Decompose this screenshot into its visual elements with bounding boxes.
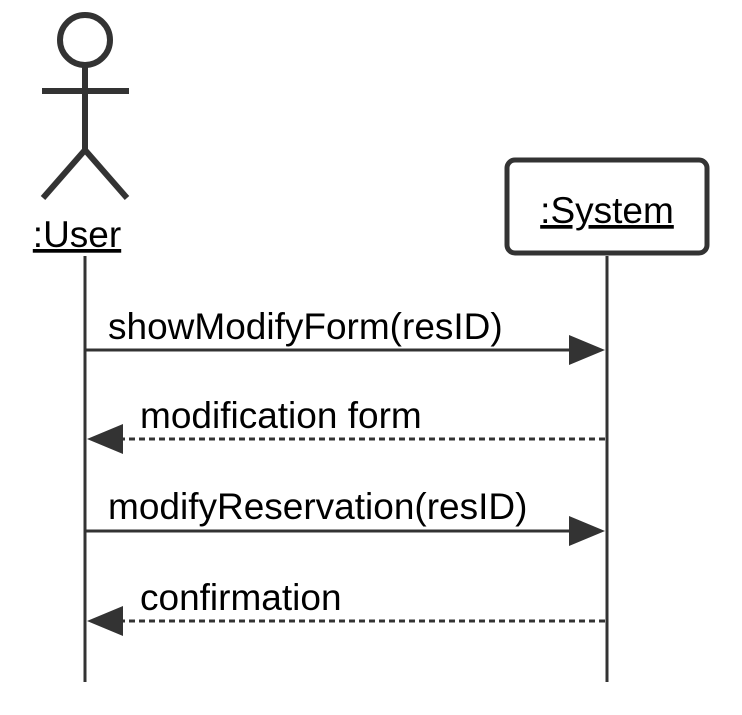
message-2-arrowhead [87,424,123,454]
message-3-arrowhead [569,516,605,546]
actor-right-leg [82,148,130,200]
message-4-arrowhead [87,606,123,636]
message-1-label: showModifyForm(resID) [108,306,503,347]
message-4-label: confirmation [140,577,342,618]
message-1-arrowhead [569,335,605,365]
message-3-label: modifyReservation(resID) [108,486,527,527]
message-2-label: modification form [140,395,422,436]
actor-left-leg [40,148,88,200]
user-actor-icon [40,12,130,200]
system-participant-box [504,157,710,256]
actor-head [57,12,113,68]
system-participant-label: :System [540,190,674,231]
user-participant-label: :User [33,214,121,255]
